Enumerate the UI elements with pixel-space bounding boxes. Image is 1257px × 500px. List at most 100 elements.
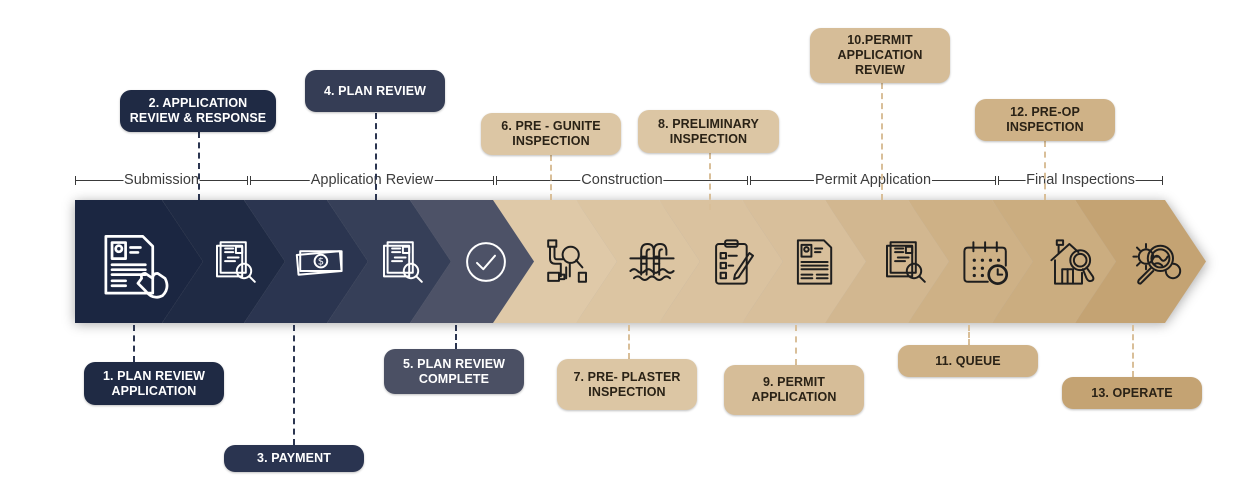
- step-label: 13. OPERATE: [1091, 386, 1172, 401]
- step-label: 11. QUEUE: [935, 354, 1001, 369]
- step-label-line: INSPECTION: [588, 384, 666, 399]
- connector-line-10: [881, 83, 883, 200]
- house-inspection-icon: [1046, 235, 1100, 289]
- phase-label: Permit Application: [813, 172, 933, 188]
- connector-line-9: [795, 325, 797, 365]
- step-callout-4: 4. PLAN REVIEW: [305, 70, 445, 112]
- step-label-line: APPLICATION: [751, 390, 837, 404]
- connector-line-11: [968, 325, 970, 345]
- connector-line-2: [198, 132, 200, 200]
- step-callout-11: 11. QUEUE: [898, 345, 1038, 377]
- step-label-line: 13. OPERATE: [1091, 385, 1173, 400]
- step-label-line: 1. PLAN REVIEW: [102, 368, 206, 383]
- document-search-icon: [208, 235, 262, 289]
- bracket-tick: [250, 176, 252, 185]
- step-label-line: 5. PLAN REVIEW: [402, 356, 506, 371]
- connector-line-3: [293, 325, 295, 445]
- connector-line-4: [375, 113, 377, 200]
- calendar-clock-icon: [959, 235, 1013, 289]
- step-label-line: 7. PRE- PLASTER: [573, 369, 681, 384]
- check-circle-icon: [459, 235, 513, 289]
- phase-label: Construction: [580, 172, 664, 188]
- chevron-segment-2: [162, 200, 285, 323]
- connector-line-13: [1132, 325, 1134, 377]
- bracket-tick: [1161, 176, 1163, 185]
- bracket-tick: [492, 176, 494, 185]
- phase-permit-application: Permit Application: [750, 172, 996, 188]
- connector-line-5: [455, 325, 457, 349]
- phase-label: Application Review: [309, 172, 435, 188]
- gear-analysis-icon: [1128, 235, 1182, 289]
- step-label: 4. PLAN REVIEW: [324, 84, 426, 99]
- chevron-segment-5: [410, 200, 534, 323]
- bracket-tick: [750, 176, 752, 185]
- chevron-segment-11: [908, 200, 1033, 323]
- chevron-segment-8: [659, 200, 783, 323]
- phase-label: Final Inspections: [1025, 172, 1136, 188]
- pool-ladder-icon: [625, 235, 679, 289]
- step-label-line: APPLICATION: [111, 383, 197, 398]
- bracket-tick: [496, 176, 498, 185]
- pipe-inspection-icon: [541, 235, 595, 289]
- document-search-icon: [375, 235, 429, 289]
- step-callout-3: 3. PAYMENT: [224, 445, 364, 472]
- step-label-line: REVIEW: [855, 63, 905, 77]
- step-label-line: INSPECTION: [669, 131, 748, 146]
- step-label-line: 8. PRELIMINARY: [658, 116, 759, 131]
- step-label: 3. PAYMENT: [257, 451, 331, 466]
- step-label-line: INSPECTION: [512, 134, 590, 148]
- money-icon: $: [293, 235, 347, 289]
- step-label-line: 11. QUEUE: [935, 353, 1001, 368]
- document-profile-icon: [788, 235, 842, 289]
- chevron-segment-6: [493, 200, 617, 323]
- connector-line-7: [628, 325, 630, 359]
- document-search-icon: [878, 235, 932, 289]
- step-label-line: 2. APPLICATION: [148, 96, 248, 110]
- document-hand-icon: [96, 229, 170, 303]
- connector-line-1: [133, 325, 135, 362]
- step-label-line: APPLICATION: [837, 48, 923, 62]
- bracket-tick: [75, 176, 77, 185]
- step-label-line: 10.PERMIT: [847, 33, 913, 47]
- connector-line-12: [1044, 141, 1046, 200]
- clipboard-checklist-icon: [708, 235, 762, 289]
- svg-text:$: $: [318, 257, 324, 268]
- connector-line-6: [550, 155, 552, 200]
- step-label-line: 6. PRE - GUNITE: [501, 119, 601, 133]
- phase-application-review: Application Review: [250, 172, 494, 188]
- bracket-tick: [994, 176, 996, 185]
- step-label-line: 12. PRE-OP: [1010, 105, 1080, 119]
- bracket-tick: [746, 176, 748, 185]
- phase-submission: Submission: [75, 172, 248, 188]
- step-label-line: INSPECTION: [1006, 120, 1084, 134]
- chevron-segment-7: [576, 200, 700, 323]
- chevron-segment-4: [327, 200, 451, 323]
- connector-line-8: [709, 153, 711, 210]
- chevron-segment-3: [244, 200, 368, 323]
- step-label-line: 4. PLAN REVIEW: [323, 83, 427, 98]
- step-label-line: REVIEW & RESPONSE: [129, 111, 267, 125]
- step-label-line: 9. PERMIT: [762, 375, 826, 389]
- chevron-segment-12: [992, 200, 1116, 323]
- step-label-line: COMPLETE: [418, 371, 490, 386]
- bracket-tick: [998, 176, 1000, 185]
- phase-label: Submission: [123, 172, 200, 188]
